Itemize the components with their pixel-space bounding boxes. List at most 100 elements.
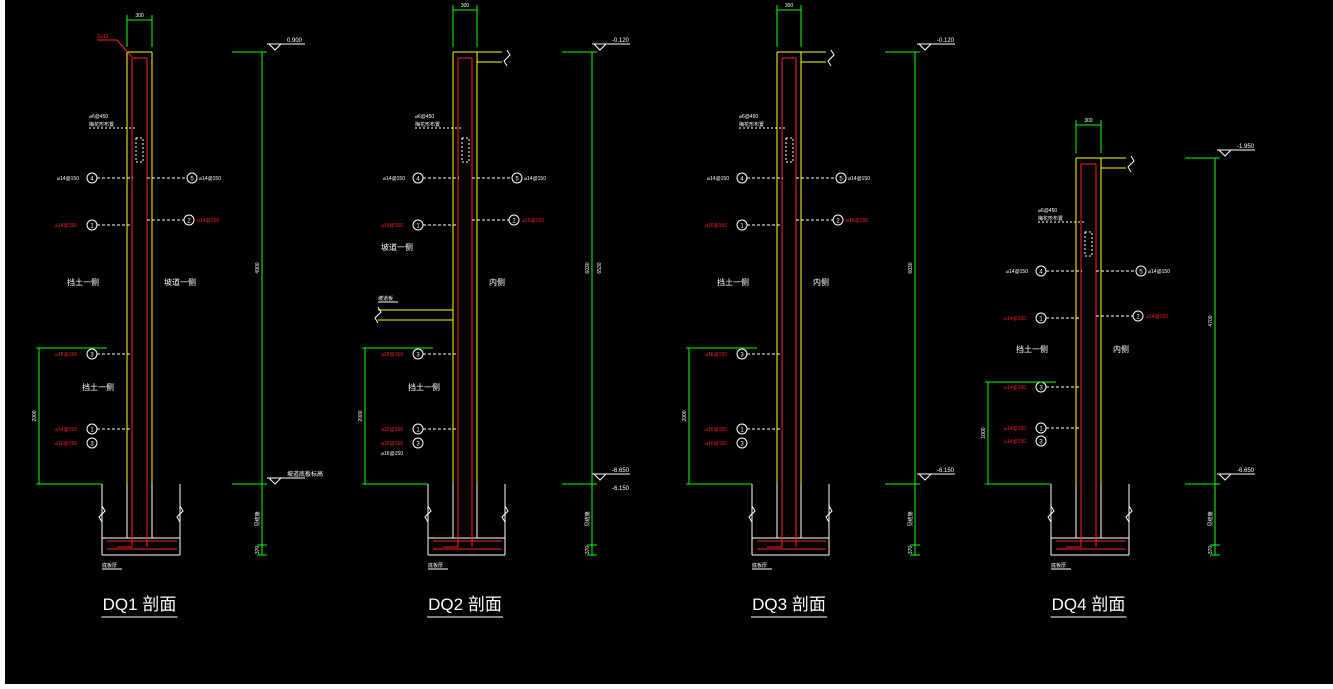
bar5-label: ⌀14@150 <box>1148 269 1170 275</box>
bar3-upper-label: ⌀16@150 <box>705 352 727 358</box>
left-side-label-lower: 挡土一侧 <box>82 382 114 392</box>
bar3-lower-label: ⌀16@150 <box>381 441 403 447</box>
footing-right-break <box>825 505 833 523</box>
section-title: DQ1 剖面 <box>103 595 177 614</box>
callout-5-number: 5 <box>190 177 194 183</box>
callout-3-lower <box>412 437 424 449</box>
callout-3-lower-number: 3 <box>416 442 420 448</box>
total-dim-value: 4700 <box>1208 315 1214 326</box>
right-side-label: 内侧 <box>489 277 505 287</box>
base-thickness-value: 370 <box>255 546 261 555</box>
bar3-lower-label: ⌀14@150 <box>1004 439 1026 445</box>
callout-1-lower-number: 1 <box>90 428 94 434</box>
stirrup-note: ⌀6@450 <box>415 114 434 120</box>
right-side-label: 坡道一侧 <box>164 277 196 287</box>
callout-5-number: 5 <box>1139 270 1143 276</box>
base-dim-value: 见结施 <box>584 511 591 526</box>
level-bottom-symbol <box>918 473 932 481</box>
width-dim-value: 300 <box>135 13 144 19</box>
lower-dim-value: 2000 <box>32 410 38 421</box>
footing-label: 底板厚 <box>102 562 117 569</box>
ramp-slab-break <box>374 306 382 324</box>
callout-5 <box>1135 265 1147 277</box>
footing-right-break <box>1125 505 1133 523</box>
bar5-label: ⌀14@150 <box>848 176 870 182</box>
callout-3-lower-number: 3 <box>1039 440 1043 446</box>
stirrup-note: ⌀6@450 <box>89 114 108 120</box>
footing-label: 底板厚 <box>428 562 443 569</box>
tie-bar-detail <box>135 137 144 163</box>
bar1-lower-label: ⌀14@150 <box>1004 426 1026 432</box>
footing-label: 底板厚 <box>752 562 767 569</box>
bar3-upper-label: ⌀14@150 <box>1004 385 1026 391</box>
level-top-symbol <box>268 43 282 51</box>
callout-2-number: 2 <box>512 219 516 225</box>
stirrup-note-2: 梅花形布置 <box>1038 215 1063 222</box>
level-top: 0.900 <box>287 38 303 44</box>
base-thickness-value: 370 <box>908 546 914 555</box>
callout-1-lower-number: 1 <box>740 428 744 434</box>
ramp-slab-label: 坡道板 <box>378 295 393 302</box>
bar4-label: ⌀14@150 <box>57 176 79 182</box>
callout-1-number: 1 <box>90 224 94 230</box>
level-bottom-2: -6.150 <box>612 486 630 492</box>
level-top-symbol <box>593 43 607 51</box>
callout-3-lower <box>86 437 98 449</box>
callout-1-lower-number: 1 <box>416 428 420 434</box>
level-top-symbol <box>918 43 932 51</box>
bar3-lower-label: ⌀16@150 <box>55 441 77 447</box>
total-dim-value-2: 6530 <box>597 262 603 273</box>
lower-dim-value: 1000 <box>981 427 987 438</box>
left-side-label: 坡道一侧 <box>381 242 413 252</box>
bar3-lower-label-2: ⌀16@150 <box>381 451 403 457</box>
callout-3-lower-number: 3 <box>740 442 744 448</box>
callout-3-lower <box>736 437 748 449</box>
footing-left-break <box>424 505 432 523</box>
bar2-label: ⌀16@150 <box>846 218 868 224</box>
bar1-label: ⌀16@150 <box>705 223 727 229</box>
stirrup-note-2: 梅花形布置 <box>739 121 764 128</box>
bar2-label: ⌀14@150 <box>197 218 219 224</box>
tie-bar-detail <box>461 137 470 163</box>
bar1-lower-label: ⌀14@150 <box>55 427 77 433</box>
callout-5 <box>835 172 847 184</box>
callout-5-number: 5 <box>515 177 519 183</box>
left-side-label: 挡土一侧 <box>1016 344 1048 354</box>
left-side-label: 挡土一侧 <box>717 277 749 287</box>
drawing-background <box>5 0 1333 684</box>
callout-2-number: 2 <box>187 219 191 225</box>
base-dim-value: 见结施 <box>1207 511 1214 526</box>
bar3-upper-label: ⌀16@150 <box>381 352 403 358</box>
total-dim-value: 4900 <box>255 262 261 273</box>
footing-right-break <box>501 505 509 523</box>
callout-5 <box>186 172 198 184</box>
callout-2-number: 2 <box>1136 315 1140 321</box>
beam-break-mark <box>827 49 835 67</box>
left-side-label-lower: 挡土一侧 <box>408 382 440 392</box>
level-bottom-symbol <box>593 473 607 481</box>
callout-3-upper-number: 3 <box>1039 386 1043 392</box>
base-thickness-value: 370 <box>585 546 591 555</box>
lower-dim-value: 2000 <box>358 410 364 421</box>
total-dim-value: 6030 <box>585 262 591 273</box>
callout-3-upper-number: 3 <box>416 353 420 359</box>
bar4-label: ⌀14@150 <box>383 176 405 182</box>
level-bottom-symbol <box>1218 473 1232 481</box>
beam-break-mark <box>503 49 511 67</box>
bar4-label: ⌀14@150 <box>1006 269 1028 275</box>
stirrup-note: ⌀6@450 <box>1038 208 1057 214</box>
footing-right-break <box>176 505 184 523</box>
right-side-label: 内侧 <box>813 277 829 287</box>
level-top-symbol <box>1218 149 1232 157</box>
beam-break-mark <box>1127 155 1135 173</box>
footing-left-break <box>1047 505 1055 523</box>
level-top: -0.120 <box>612 38 630 44</box>
lower-dim-value: 2000 <box>682 410 688 421</box>
tie-bar-detail <box>785 137 794 163</box>
level-top: -1.950 <box>1237 144 1255 150</box>
